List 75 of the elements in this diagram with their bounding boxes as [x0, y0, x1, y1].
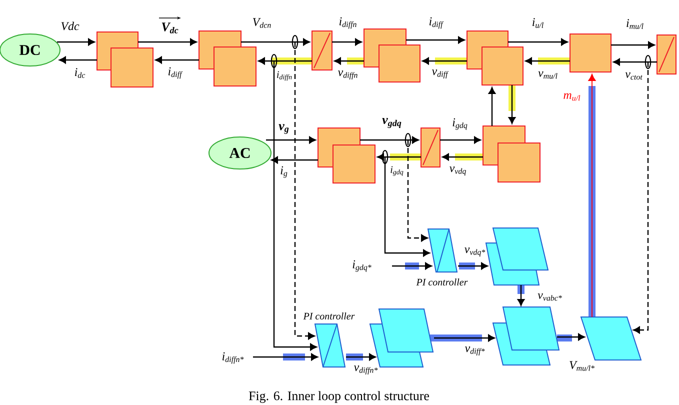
- edge-label: i$_{u/l}$: [532, 18, 544, 28]
- arrow: [346, 353, 376, 361]
- arrow: [360, 136, 419, 144]
- coupling-block: [656, 34, 676, 74]
- converter-block: [364, 28, 420, 82]
- arrow: [138, 38, 197, 46]
- arrow: [525, 57, 570, 65]
- arrow: [434, 334, 495, 342]
- arrow: [392, 262, 432, 270]
- edge-label: v$_{vabc*}$: [538, 293, 562, 301]
- edge-label: i$_{gdq}$: [390, 166, 404, 176]
- edge-label: v$_{g}$: [278, 124, 289, 134]
- arrow: [508, 38, 568, 46]
- arrow: [59, 56, 97, 64]
- edge-label: v$_{vdq}$: [450, 166, 466, 176]
- edge-label: v$_{vdq*}$: [464, 248, 486, 256]
- edge-label: i$_{diffn}$: [277, 71, 292, 81]
- arrow: [422, 57, 467, 65]
- arrow: [384, 157, 430, 257]
- edge-label: v$_{diffn*}$: [354, 366, 378, 374]
- block-caption: PI controller: [416, 278, 468, 286]
- arrow: [273, 61, 317, 351]
- edge-label: Vdc: [61, 22, 80, 30]
- edge-label: i$_{dc}$: [75, 68, 86, 78]
- edge-label: i$_{gdq*}$: [352, 260, 372, 272]
- edge-label: V$_{dcn}$: [252, 18, 271, 28]
- figure-caption: Fig. 6. Inner loop control structure: [248, 391, 430, 403]
- arrow: [271, 156, 318, 164]
- arrow: [588, 74, 596, 318]
- converter-block: [198, 30, 256, 86]
- arrow: [488, 87, 496, 126]
- arrow: [406, 36, 465, 44]
- arrow: [633, 62, 649, 334]
- arrow: [258, 57, 312, 65]
- converter-block: [482, 126, 540, 182]
- arrow: [458, 262, 488, 270]
- arrow: [253, 353, 318, 361]
- edge-label: i$_{g}$: [280, 166, 288, 178]
- converter-block: [96, 32, 154, 88]
- arrow: [334, 57, 364, 65]
- edge-label: i$_{diffn*}$: [222, 352, 244, 364]
- edge-label: i$_{diffn}$: [339, 17, 356, 29]
- arrow: [155, 56, 199, 64]
- edge-label: m$_{u/l}$: [564, 93, 580, 101]
- arrow: [613, 58, 657, 66]
- converter-block: [570, 34, 612, 72]
- edge-label: v$_{diffn}$: [338, 70, 358, 80]
- block-caption: PI controller: [303, 312, 355, 320]
- arrow: [442, 153, 483, 161]
- arrow: [294, 42, 315, 340]
- arrow: [517, 285, 525, 306]
- edge-label: v$_{diff}$: [432, 70, 449, 78]
- arrow: [440, 136, 481, 144]
- arrow: [332, 38, 362, 46]
- edge-label: v$_{mu/l}$: [538, 71, 558, 79]
- arrow: [266, 136, 316, 144]
- arrow: [57, 38, 95, 46]
- edge-label: v$_{diff*}$: [464, 346, 485, 356]
- edge-label: i$_{mu/l}$: [626, 19, 644, 29]
- arrow: [557, 333, 585, 341]
- converter-block: [466, 30, 524, 86]
- arrow: [241, 38, 310, 46]
- edge-label: i$_{gdq}$: [452, 118, 468, 130]
- arrow: [508, 85, 516, 124]
- arrow: [377, 153, 421, 161]
- arrow: [611, 41, 655, 49]
- coupling-block: [420, 128, 440, 168]
- edge-label: v$_{gdq}$: [382, 118, 402, 128]
- coupling-block: [312, 30, 332, 70]
- edge-label: i$_{diff}$: [168, 67, 183, 79]
- edge-label: i$_{diff}$: [429, 17, 444, 29]
- edge-label: V$_{mu/l*}$: [570, 361, 594, 371]
- edge-label: v$_{ctot}$: [625, 72, 643, 80]
- arrow: [407, 140, 428, 242]
- converter-block: [318, 128, 376, 184]
